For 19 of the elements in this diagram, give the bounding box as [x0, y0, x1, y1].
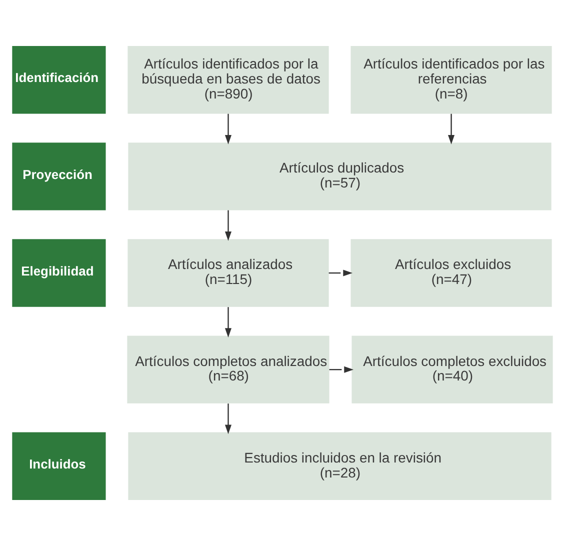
node-box: Artículos identificados por las referencias (n=8) [350, 45, 552, 114]
node-box: Estudios incluidos en la revisión (n=28) [128, 432, 552, 500]
arrow [224, 403, 232, 434]
arrow [448, 113, 455, 144]
node-box: Incluidos [12, 432, 106, 500]
arrow [224, 210, 232, 240]
node-box: Artículos analizados (n=115) [128, 238, 329, 306]
arrow [328, 269, 353, 276]
arrow [224, 113, 232, 144]
node-box: Identificación [12, 45, 106, 114]
node-box: Proyección [12, 142, 106, 210]
node-box: Artículos duplicados (n=57) [128, 142, 552, 210]
node-box: Artículos completos analizados (n=68) [127, 335, 330, 403]
arrow [224, 306, 232, 337]
node-box: Artículos completos excluidos (n=40) [352, 335, 553, 403]
node-box: Elegibilidad [12, 238, 106, 306]
node-box: Artículos identificados por la búsqueda en bases de datos (n=890) [128, 45, 329, 114]
node-box: Artículos excluidos (n=47) [350, 238, 552, 306]
arrow [329, 366, 354, 372]
